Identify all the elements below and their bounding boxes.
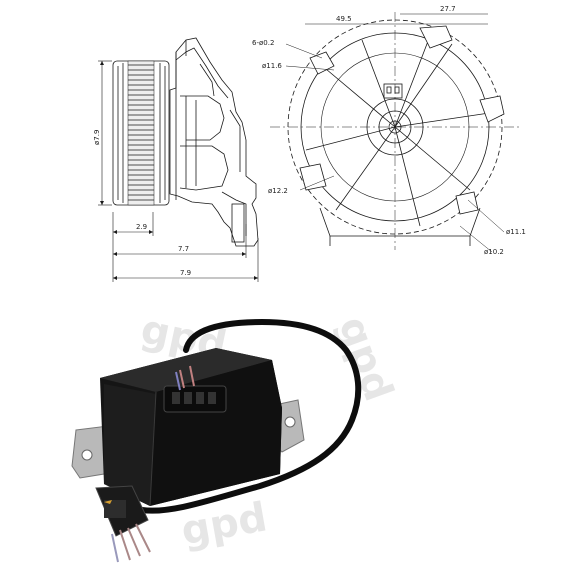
dim-7-9-label: 7.9 xyxy=(180,269,191,277)
front-view xyxy=(270,12,520,253)
dimension-labels: 49.5 27.7 6-ø0.2 ø11.6 ø7.9 ø12.2 ø11.1 … xyxy=(93,5,526,277)
dim-10-label: ø10.2 xyxy=(484,248,504,256)
dim-left-tag-label: ø11.6 xyxy=(262,62,282,70)
watermark-text-3: gpd xyxy=(329,311,402,407)
side-view-dimensions xyxy=(98,60,259,282)
technical-drawing xyxy=(98,12,520,282)
dim-2-9-label: 2.9 xyxy=(136,223,147,231)
dim-offset-label: 27.7 xyxy=(440,5,456,13)
dim-11-label: ø11.1 xyxy=(506,228,526,236)
dim-height-label: ø7.9 xyxy=(93,130,101,145)
product-photo: gpd gpd gpd xyxy=(71,306,402,563)
dim-holes-label: 6-ø0.2 xyxy=(252,39,274,47)
module-housing xyxy=(100,348,282,507)
plug-connector xyxy=(95,485,151,563)
side-view-motor xyxy=(169,37,259,247)
dim-12-label: ø12.2 xyxy=(268,187,288,195)
dim-overall-label: 49.5 xyxy=(336,15,352,23)
side-view-wheel xyxy=(112,60,170,206)
wire-harness xyxy=(139,318,362,514)
dim-7-7-label: 7.7 xyxy=(178,245,189,253)
